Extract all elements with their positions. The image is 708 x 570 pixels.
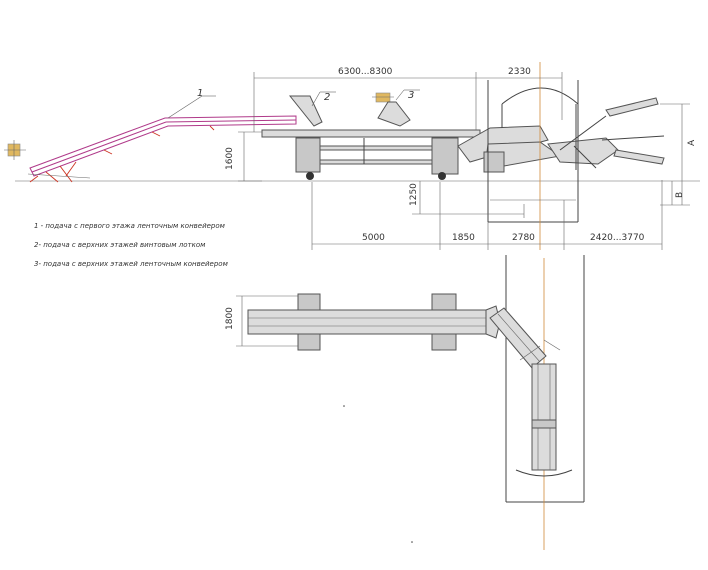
legend: 1 - подача с первого этажа ленточным кон… [34, 222, 229, 268]
inclined-conveyor-1 [27, 95, 297, 183]
dim-b: B [675, 192, 685, 198]
dimension-depth [412, 181, 576, 218]
plan-wheel-1 [297, 293, 321, 311]
dim-plan-width: 1800 [225, 307, 235, 330]
dim-base-4: 2420...3770 [590, 233, 645, 243]
plan-wheel-4 [431, 333, 457, 351]
dim-a: A [687, 139, 697, 146]
dim-depth: 1250 [409, 183, 419, 206]
callout-3: 3 [408, 90, 414, 101]
callout-2: 2 [324, 92, 330, 103]
belt-chute-3 [372, 89, 420, 127]
plan-vertical-boom [531, 363, 557, 471]
spiral-chute-2 [288, 91, 336, 127]
dim-height-left: 1600 [225, 147, 235, 170]
dimension-top [253, 72, 563, 132]
dim-base-1: 5000 [362, 233, 385, 243]
dim-span-top-left: 6300...8300 [338, 67, 393, 77]
plan-wheel-3 [431, 293, 457, 311]
dim-base-3: 2780 [512, 233, 535, 243]
swing-arc [515, 469, 573, 477]
legend-item-1: 1 - подача с первого этажа ленточным кон… [34, 222, 226, 230]
main-frame [261, 97, 665, 180]
dim-span-top-right: 2330 [508, 67, 531, 77]
plan-conveyor-body [247, 309, 487, 335]
callout-1: 1 [197, 88, 203, 99]
dimension-left-height [238, 131, 262, 182]
plan-wheel-2 [297, 333, 321, 351]
legend-item-2: 2- подача с верхних этажей винтовым лотк… [34, 241, 206, 249]
wheel-left [306, 172, 314, 180]
legend-item-3: 3- подача с верхних этажей ленточным кон… [34, 260, 229, 268]
building-outline [487, 80, 579, 223]
dim-base-2: 1850 [452, 233, 475, 243]
dimension-right [660, 103, 690, 206]
wheel-right [438, 172, 446, 180]
plan-view: 1800 [225, 255, 585, 550]
side-elevation-view: 1 2 3 [4, 62, 700, 250]
dimension-base [311, 180, 663, 250]
left-feeder-unit [4, 140, 26, 160]
